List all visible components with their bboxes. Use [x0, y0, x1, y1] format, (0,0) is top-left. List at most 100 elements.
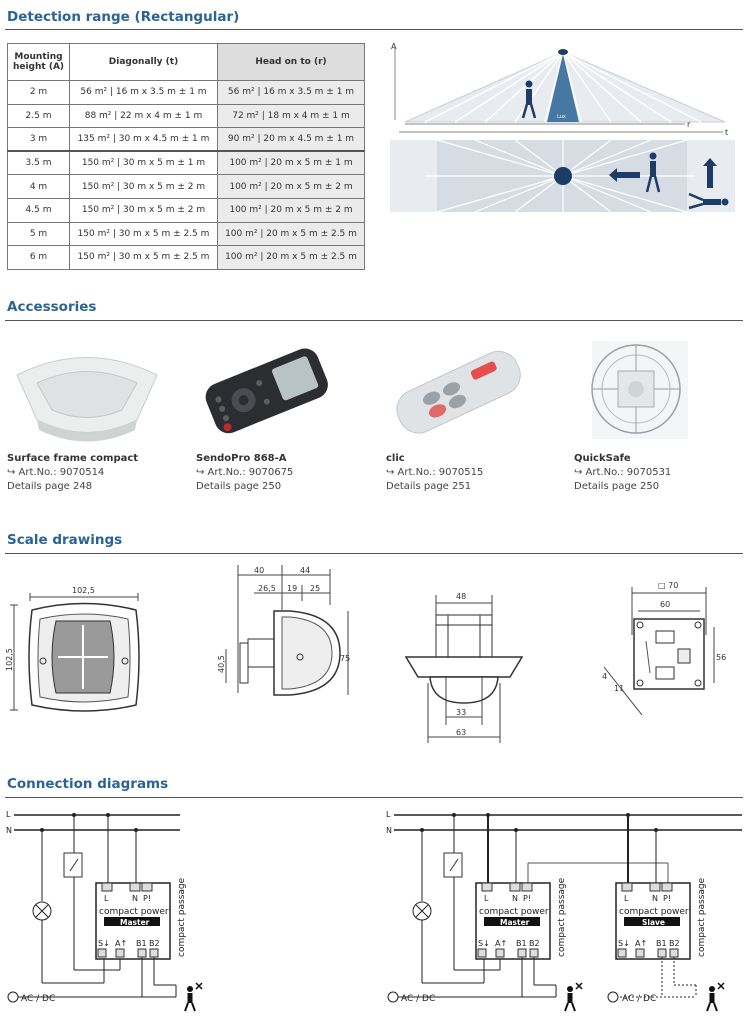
label-r: r [687, 120, 691, 129]
scale-drawing-side: 40 44 26,5 19 25 40,5 75 [217, 565, 350, 696]
switch-icon [443, 852, 463, 878]
dim-11: 11 [614, 684, 624, 693]
dim-g: 75 [340, 654, 350, 663]
quicksafe-image [574, 333, 749, 445]
dim-33: 33 [456, 708, 466, 717]
ac-dc-icon [607, 991, 619, 1003]
cell-diagonal: 150 m² | 30 m x 5 m ± 2 m [69, 174, 218, 199]
cell-height: 5 m [7, 221, 70, 247]
header-diagonally: Diagonally (t) [69, 43, 218, 81]
dim-c: 26,5 [258, 584, 276, 593]
svg-text:L: L [484, 894, 489, 903]
cell-head-on: 72 m² | 18 m x 4 m ± 1 m [217, 103, 365, 129]
svg-text:S↓: S↓ [98, 939, 110, 948]
header-head-on: Head on to (r) [217, 43, 365, 81]
acdc-label: AC / DC [401, 994, 435, 1004]
accessory-card: QuickSafe ↪ Art.No.: 9070531 Details pag… [574, 333, 749, 492]
svg-text:A↑: A↑ [115, 939, 127, 948]
accessory-details-link[interactable]: Details page 251 [386, 481, 472, 492]
dim-b: 44 [300, 566, 310, 575]
svg-text:B1: B1 [516, 939, 527, 948]
connection-diagram-single: L N L N P! compact power Master S↓ A↑ B1… [6, 810, 203, 1012]
detection-table: Mounting height (A) Diagonally (t) Head … [7, 43, 365, 270]
section-divider [5, 29, 743, 30]
accessory-details-link[interactable]: Details page 250 [574, 481, 660, 492]
accessory-art-no: ↪ Art.No.: 9070514 [7, 467, 105, 478]
accessory-details-link[interactable]: Details page 248 [7, 481, 93, 492]
dim-d: 19 [287, 584, 297, 593]
section-title-accessories: Accessories [7, 299, 97, 315]
dim-70: □ 70 [658, 581, 678, 590]
svg-text:B2: B2 [529, 939, 540, 948]
cell-height: 3 m [7, 127, 70, 152]
scale-drawing-box: □ 70 60 56 4 11 [602, 581, 726, 716]
cell-height: 6 m [7, 245, 70, 270]
accessory-name: SendoPro 868-A [196, 453, 287, 464]
section-divider [5, 553, 743, 554]
cell-head-on: 100 m² | 20 m x 5 m ± 2 m [217, 197, 365, 223]
svg-text:L: L [104, 894, 109, 903]
product-label: compact power [99, 907, 169, 917]
accessory-card: clic ↪ Art.No.: 9070515 Details page 251 [386, 333, 561, 492]
cell-height: 4 m [7, 174, 70, 199]
svg-text:B2: B2 [669, 939, 680, 948]
cell-height: 2 m [7, 80, 70, 105]
svg-text:P!: P! [663, 894, 671, 903]
svg-text:B2: B2 [149, 939, 160, 948]
sensor-dot [554, 167, 572, 185]
person-x-icon [564, 982, 583, 1012]
accessory-details-link[interactable]: Details page 250 [196, 481, 282, 492]
cell-head-on: 100 m² | 20 m x 5 m ± 2.5 m [217, 245, 365, 270]
cell-diagonal: 88 m² | 22 m x 4 m ± 1 m [69, 103, 218, 129]
person-x-icon [706, 982, 725, 1012]
dim-56: 56 [716, 653, 726, 662]
cell-diagonal: 150 m² | 30 m x 5 m ± 2.5 m [69, 245, 218, 270]
passage-label: compact passage [697, 877, 707, 957]
detection-range-diagram: A Lux r t [390, 42, 735, 213]
label-a: A [391, 42, 397, 51]
accessory-name: clic [386, 453, 405, 464]
svg-text:B1: B1 [656, 939, 667, 948]
label-lux: Lux [557, 114, 566, 120]
svg-text:N: N [132, 894, 138, 903]
cell-head-on: 100 m² | 20 m x 5 m ± 2 m [217, 174, 365, 199]
walking-person-icon [645, 152, 661, 193]
slave-label: Slave [642, 918, 665, 927]
product-label: compact power [479, 907, 549, 917]
product-label: compact power [619, 907, 689, 917]
label-N: N [386, 826, 392, 835]
scale-drawing-front: 102,5 102,5 [5, 586, 140, 712]
section-divider [5, 320, 743, 321]
dim-63: 63 [456, 728, 466, 737]
cell-diagonal: 150 m² | 30 m x 5 m ± 1 m [69, 150, 218, 176]
section-title-connection: Connection diagrams [7, 776, 169, 792]
cell-head-on: 90 m² | 20 m x 4.5 m ± 1 m [217, 127, 365, 152]
scale-drawing-flush: 48 33 63 [404, 592, 524, 743]
svg-text:N: N [512, 894, 518, 903]
arrow-up-icon [703, 158, 717, 188]
cell-diagonal: 135 m² | 30 m x 4.5 m ± 1 m [69, 127, 218, 152]
cell-height: 3.5 m [7, 150, 70, 176]
svg-text:S↓: S↓ [478, 939, 490, 948]
label-L: L [386, 810, 391, 819]
svg-text:S↓: S↓ [618, 939, 630, 948]
dim-48: 48 [456, 592, 466, 601]
accessory-art-no: ↪ Art.No.: 9070515 [386, 467, 484, 478]
cell-height: 4.5 m [7, 197, 70, 223]
svg-text:A↑: A↑ [635, 939, 647, 948]
passage-label: compact passage [557, 877, 567, 957]
dim-width: 102,5 [72, 586, 95, 595]
person-x-icon [184, 982, 203, 1012]
ac-dc-icon [7, 991, 19, 1003]
clic-remote-image [386, 333, 561, 445]
switch-icon [63, 852, 83, 878]
dim-4: 4 [602, 672, 607, 681]
accessory-art-no: ↪ Art.No.: 9070675 [196, 467, 294, 478]
accessory-card: Surface frame compact ↪ Art.No.: 9070514… [7, 333, 182, 492]
cell-head-on: 56 m² | 16 m x 3.5 m ± 1 m [217, 80, 365, 105]
